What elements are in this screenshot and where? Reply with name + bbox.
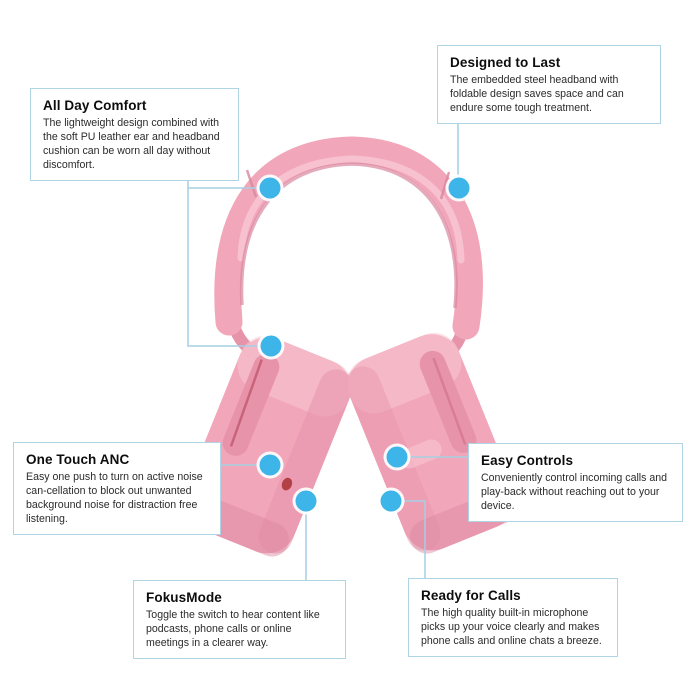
microphone-dot — [377, 487, 405, 515]
connector-ready-for-calls — [400, 500, 426, 579]
right-earcup-hinge-slot — [419, 350, 477, 453]
anc-port-hole — [281, 477, 293, 491]
hinge-left-dot — [257, 332, 285, 360]
headband — [214, 136, 483, 340]
callout-ready-for-calls: Ready for Calls The high quality built-i… — [408, 578, 618, 658]
callout-connectors — [187, 118, 468, 581]
callout-all-day-comfort: All Day Comfort The lightweight design c… — [30, 88, 239, 182]
callout-body-fokusmode: Toggle the switch to hear content like p… — [146, 609, 320, 650]
headband-cushion-left-dot — [256, 174, 284, 202]
callout-title-easy-controls: Easy Controls — [481, 453, 574, 468]
headband-seam-left — [245, 169, 258, 198]
callout-body-easy-controls: Conveniently control incoming calls and … — [481, 472, 668, 513]
fokusmode-switch-dot — [292, 487, 320, 515]
callout-easy-controls: Easy Controls Conveniently control incom… — [468, 443, 683, 523]
callout-one-touch-anc: One Touch ANC Easy one push to turn on a… — [13, 442, 221, 536]
callout-fokusmode: FokusMode Toggle the switch to hear cont… — [133, 580, 346, 660]
callout-body-designed-to-last: The embedded steel headband with foldabl… — [450, 74, 624, 115]
callout-body-ready-for-calls: The high quality built-in microphone pic… — [421, 607, 602, 648]
callout-title-all-day-comfort: All Day Comfort — [43, 98, 147, 113]
callout-title-one-touch-anc: One Touch ANC — [26, 452, 130, 467]
headband-highlight — [237, 155, 465, 264]
left-earcup-side-shade — [258, 369, 354, 554]
callout-title-ready-for-calls: Ready for Calls — [421, 588, 521, 603]
callout-body-all-day-comfort: The lightweight design combined with the… — [43, 117, 220, 172]
right-earcup-slot-groove — [432, 357, 467, 445]
callout-title-designed-to-last: Designed to Last — [450, 55, 561, 70]
headband-cushion-edge — [239, 162, 458, 309]
control-button-capsule — [399, 439, 442, 469]
headband-fold-right-dot — [445, 174, 473, 202]
control-buttons-dot — [383, 443, 411, 471]
headband-seam-right — [439, 171, 451, 200]
anc-button-dot — [256, 451, 284, 479]
callout-title-fokusmode: FokusMode — [146, 590, 222, 605]
connector-all-day-comfort — [187, 154, 260, 347]
left-earcup-slot-groove — [229, 359, 263, 447]
callout-body-one-touch-anc: Easy one push to turn on active noise ca… — [26, 471, 203, 526]
callout-designed-to-last: Designed to Last The embedded steel head… — [437, 45, 661, 125]
hotspot-dots — [256, 174, 473, 515]
